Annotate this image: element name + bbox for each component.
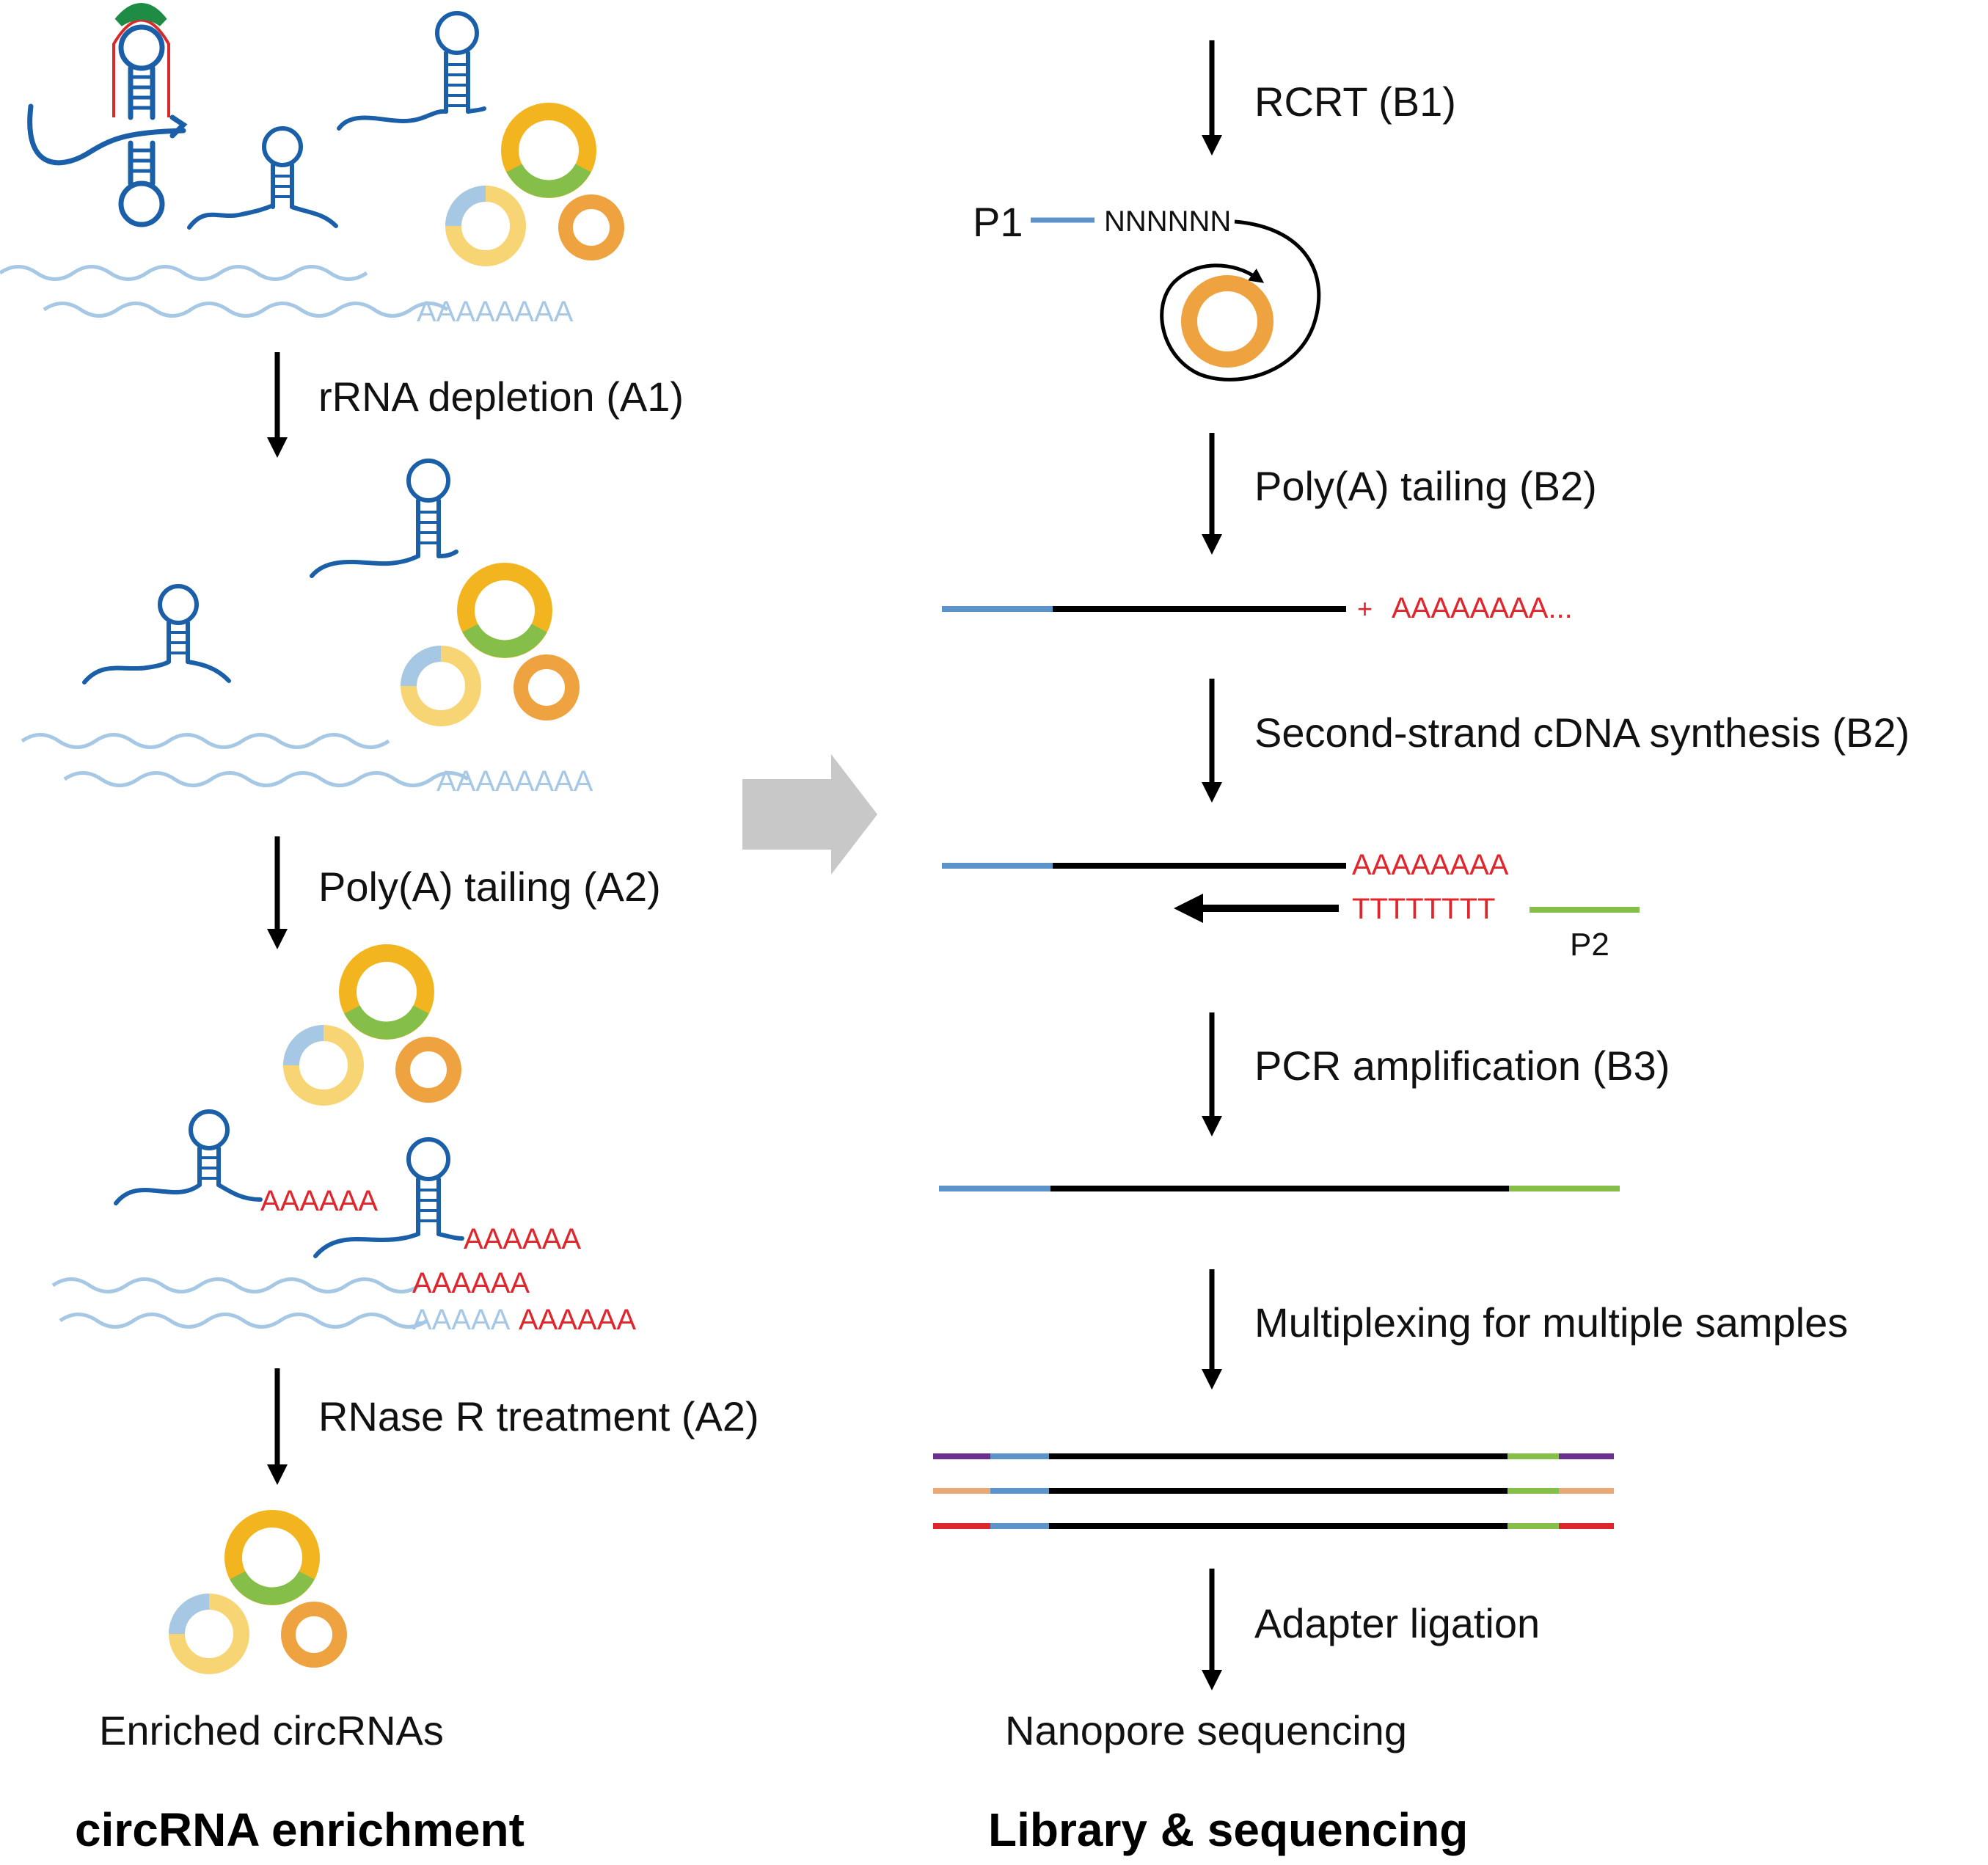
circrna-orange-2 — [514, 654, 580, 720]
circrna-bicolor-3 — [283, 1025, 364, 1106]
mrna-hairpin — [337, 11, 486, 131]
step-label-adapter-ligation: Adapter ligation — [1254, 1600, 1540, 1646]
polya-added-4: AAAAAA — [519, 1304, 636, 1336]
polya-original-seg: AAAAA — [412, 1304, 511, 1336]
circrna-orange-4 — [281, 1602, 347, 1668]
primer-p2-label: P2 — [1570, 927, 1609, 963]
rrna-3prime-end — [169, 114, 188, 139]
rrna-bottom-loop — [118, 180, 165, 227]
polya-tail-original: AAAAAAAA — [417, 296, 574, 328]
circrna-bicolor-2 — [401, 646, 481, 726]
rrna-top-loop — [118, 24, 165, 71]
mrna-hairpin-2 — [310, 459, 458, 578]
plus-sign: + — [1357, 594, 1373, 624]
circrna-large-2 — [457, 563, 552, 658]
second-strand-synthesis: AAAAAAAA TTTTTTTT P2 — [942, 849, 1640, 963]
rrna-with-probe — [27, 24, 188, 227]
random-primer-label: NNNNNN — [1104, 205, 1231, 238]
left-panel: AAAAAAAA rRNA depletion (A1) — [0, 3, 759, 1856]
small-rna-hairpin-2 — [82, 584, 231, 685]
polya-strand-label: AAAAAAAA — [1352, 849, 1509, 881]
nanopore-sequencing-label: Nanopore sequencing — [1005, 1707, 1407, 1753]
transition-arrow — [742, 754, 877, 875]
mrna-hairpin-3 — [313, 1137, 464, 1258]
step-label-polya-tailing-left: Poly(A) tailing (A2) — [318, 864, 661, 910]
polya-tail-original-2: AAAAAAAA — [436, 765, 593, 798]
section-title-library: Library & sequencing — [988, 1803, 1468, 1856]
barcoded-products — [933, 1453, 1614, 1529]
circrna-template — [1181, 275, 1273, 368]
circrna-orange — [558, 194, 624, 260]
probe-bead — [114, 3, 167, 27]
polya-tail-added: AAAAAAAA... — [1392, 592, 1573, 624]
step-label-second-strand: Second-strand cDNA synthesis (B2) — [1254, 709, 1910, 756]
rolling-circle-arrow — [1160, 219, 1321, 382]
linear-rna-wave-3 — [21, 733, 390, 749]
circrna-bicolor — [445, 186, 526, 266]
linear-rna-wave-4 — [63, 771, 469, 787]
linear-rna-wave-2 — [43, 302, 449, 318]
step-label-polya-tailing-right: Poly(A) tailing (B2) — [1254, 463, 1597, 509]
rrna-5prime-strand — [27, 103, 186, 166]
step-label-rnase-r: RNase R treatment (A2) — [318, 1393, 759, 1439]
total-rna-stage: AAAAAAAA — [0, 3, 624, 328]
polya-added-1: AAAAAA — [260, 1185, 378, 1217]
linear-rna-wave-1 — [0, 265, 368, 281]
circrna-bicolor-4 — [169, 1594, 249, 1674]
circrna-orange-3 — [395, 1037, 461, 1103]
first-strand-cdna: + AAAAAAAA... — [942, 592, 1573, 624]
enriched-circrna-stage — [169, 1510, 347, 1674]
rcrt-primer: P1 NNNNNN — [973, 199, 1321, 382]
step-label-pcr: PCR amplification (B3) — [1254, 1043, 1670, 1089]
step-label-multiplexing: Multiplexing for multiple samples — [1254, 1299, 1848, 1346]
step-label-rrna-depletion: rRNA depletion (A1) — [318, 373, 684, 420]
polya-tailed-stage: AAAAAA AAAAAA AAAAAA AAAAA AAAAAA — [51, 944, 636, 1336]
polyt-strand-label: TTTTTTTT — [1352, 893, 1495, 925]
circrna-large-4 — [224, 1510, 320, 1605]
circrna-large-3 — [339, 944, 434, 1040]
rrna-depleted-stage: AAAAAAAA — [21, 459, 593, 798]
section-title-enrichment: circRNA enrichment — [75, 1803, 525, 1856]
polya-added-3: AAAAAA — [412, 1267, 530, 1299]
linear-rna-wave-6 — [59, 1313, 428, 1329]
primer-p1-label: P1 — [973, 199, 1023, 245]
small-rna-hairpin-3 — [114, 1109, 263, 1205]
circrna-large — [501, 103, 596, 198]
linear-rna-wave-5 — [51, 1277, 421, 1293]
step-label-rcrt: RCRT (B1) — [1254, 79, 1456, 125]
polya-added-2: AAAAAA — [464, 1223, 581, 1255]
right-panel: RCRT (B1) P1 NNNNNN Poly(A) tailing (B2)… — [933, 40, 1910, 1856]
rrna-probe — [112, 18, 170, 117]
small-rna-hairpin — [187, 126, 338, 230]
enriched-circrnas-label: Enriched circRNAs — [99, 1707, 444, 1753]
